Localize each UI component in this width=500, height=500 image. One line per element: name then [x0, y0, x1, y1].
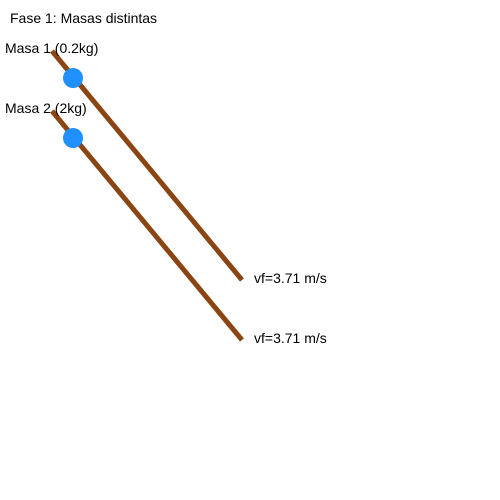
ramp-group-2: Masa 2 (2kg) vf=3.71 m/s [5, 100, 327, 346]
ramp-group-1: Masa 1 (0.2kg) vf=3.71 m/s [5, 40, 327, 286]
ramp-2 [50, 109, 244, 342]
ball-mass-1[interactable] [63, 68, 83, 88]
ball-mass-2[interactable] [63, 128, 83, 148]
mass-2-final-speed: vf=3.71 m/s [254, 330, 327, 346]
mass-1-label: Masa 1 (0.2kg) [5, 40, 98, 56]
phase-title: Fase 1: Masas distintas [10, 10, 157, 26]
ramp-1 [50, 49, 244, 282]
mass-2-label: Masa 2 (2kg) [5, 100, 87, 116]
mass-1-final-speed: vf=3.71 m/s [254, 270, 327, 286]
